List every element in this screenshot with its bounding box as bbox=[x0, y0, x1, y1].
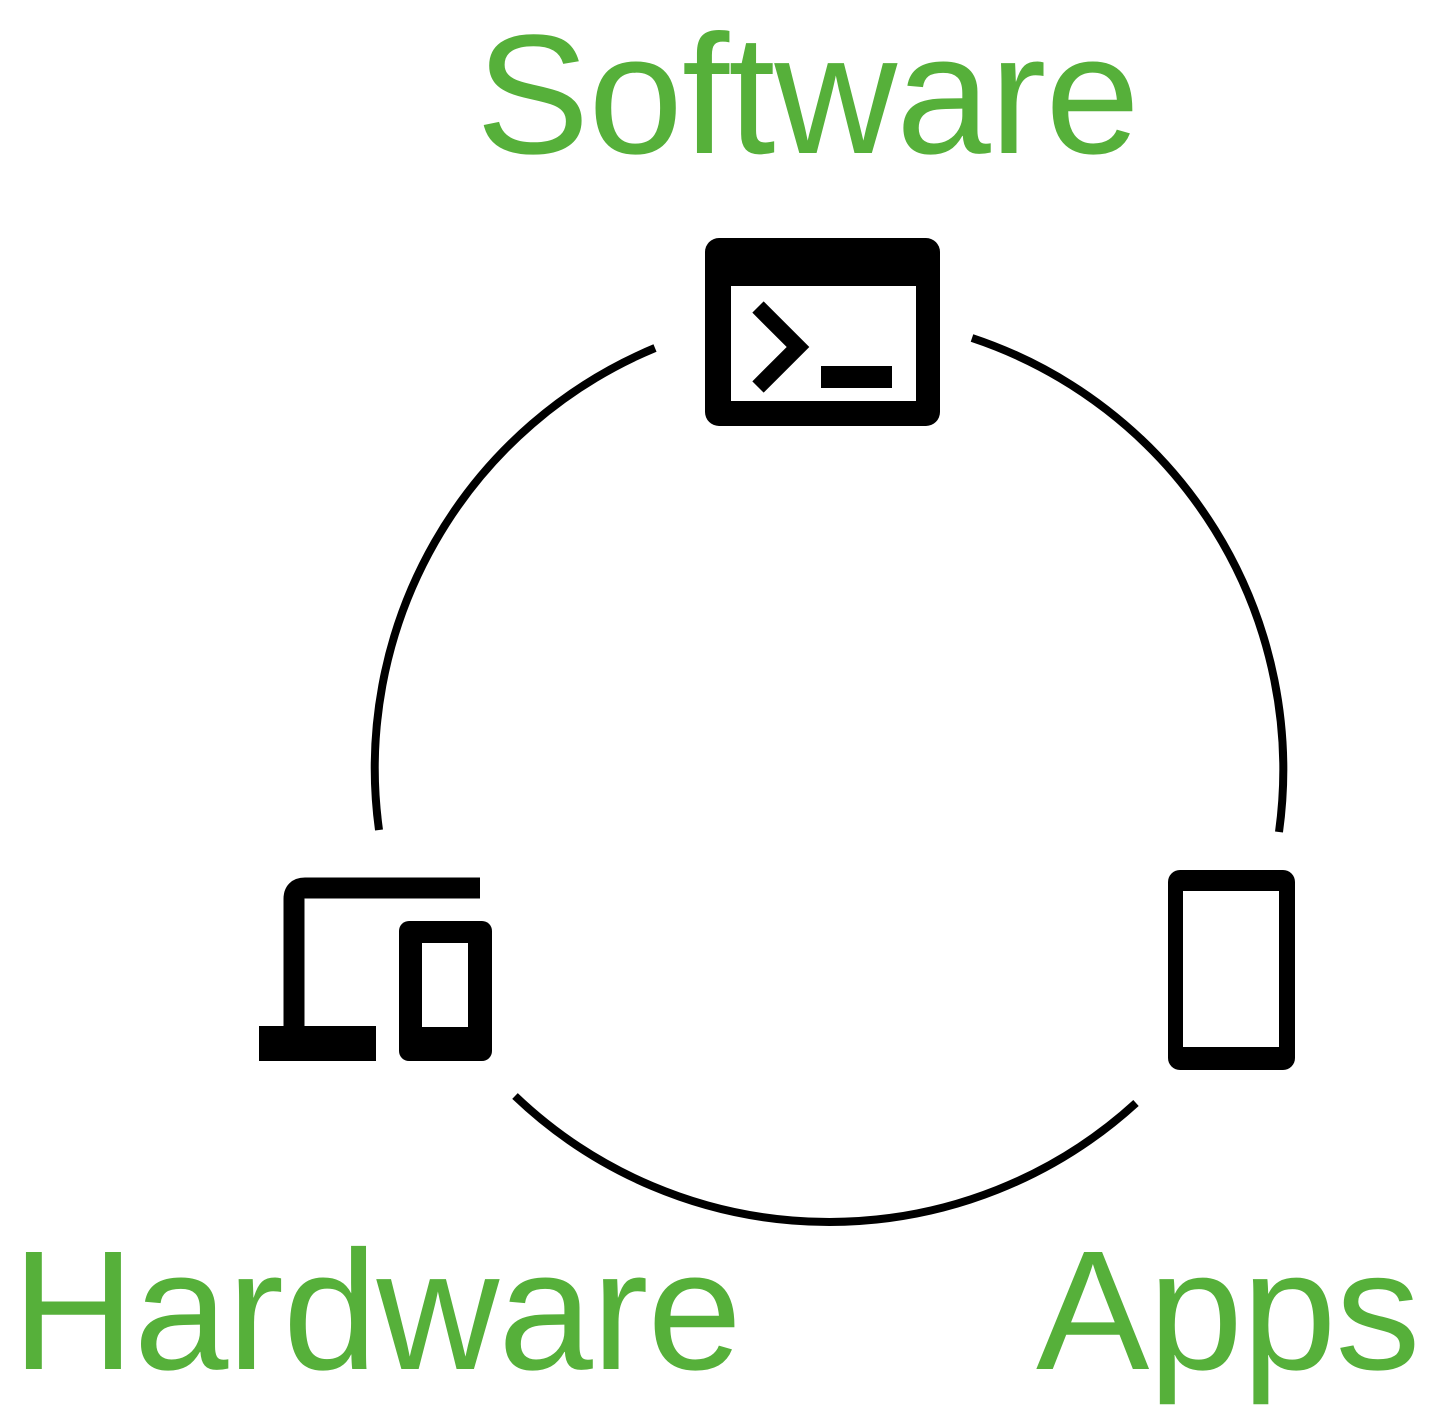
terminal-cursor-underscore bbox=[821, 366, 892, 388]
cycle-arcs bbox=[370, 334, 1288, 1226]
apps-label: Apps bbox=[1036, 1216, 1420, 1406]
laptop-and-phone-devices-icon bbox=[259, 877, 492, 1061]
hardware-label: Hardware bbox=[12, 1216, 742, 1406]
phone-screen bbox=[1183, 891, 1279, 1047]
small-phone-screen bbox=[422, 943, 468, 1027]
arc-apps-to-hardware bbox=[512, 1093, 1139, 1226]
terminal-prompt-chevron-icon bbox=[752, 301, 810, 393]
arc-hardware-to-software bbox=[370, 344, 657, 831]
mobile-phone-icon bbox=[1168, 870, 1295, 1070]
laptop-screen-outline bbox=[283, 877, 480, 1040]
laptop-base bbox=[259, 1026, 376, 1061]
arc-software-to-apps bbox=[970, 334, 1288, 833]
software-label: Software bbox=[476, 0, 1140, 190]
terminal-window-icon bbox=[705, 238, 940, 426]
